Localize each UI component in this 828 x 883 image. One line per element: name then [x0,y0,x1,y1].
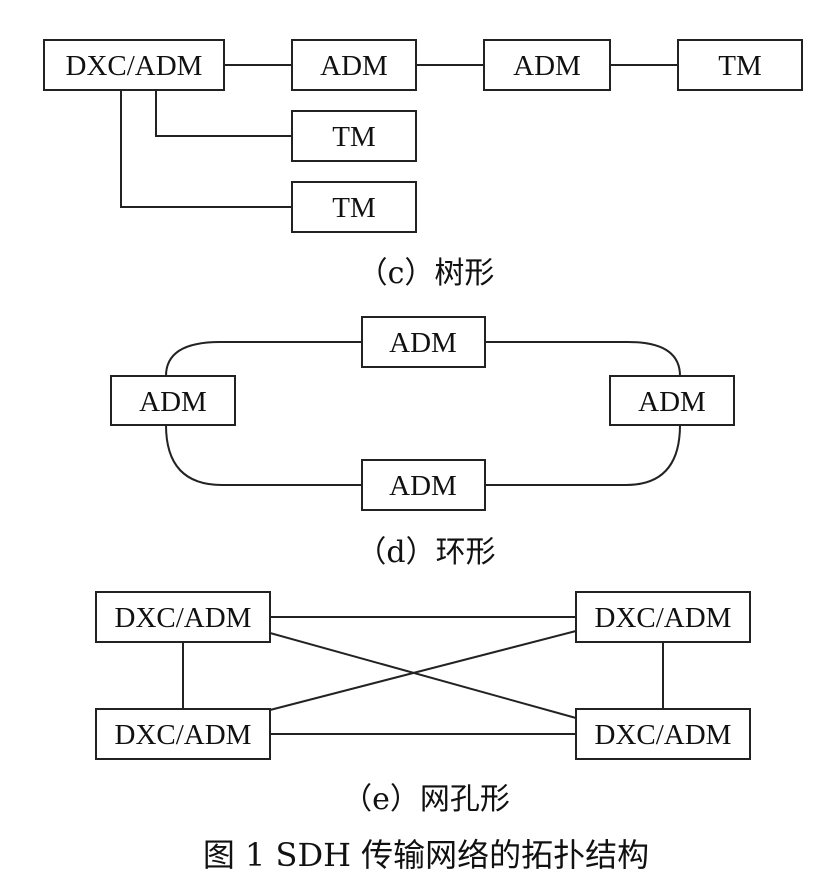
ring-node-top: ADM [361,316,486,368]
mesh-node-bottom-left-label: DXC/ADM [115,719,252,751]
mesh-edge-diag-1 [269,632,577,719]
tree-node-adm-1-label: ADM [320,50,388,82]
tree-diagram: DXC/ADM ADM ADM TM TM TM （c）树形 [43,39,803,291]
ring-node-left-label: ADM [139,386,207,418]
mesh-node-top-right: DXC/ADM [575,591,751,643]
mesh-caption: （e）网孔形 [342,782,510,817]
ring-edge-top-right [485,341,681,377]
ring-node-bottom-label: ADM [389,470,457,502]
tree-node-tm-1: TM [677,39,803,91]
ring-node-top-label: ADM [389,327,457,359]
tree-node-root-label: DXC/ADM [66,50,203,82]
tree-caption: （c）树形 [358,256,495,291]
mesh-node-top-left-label: DXC/ADM [115,602,252,634]
tree-node-tm-3-label: TM [332,192,376,224]
tree-node-adm-2-label: ADM [513,50,581,82]
ring-edge-bottom-right [485,424,681,486]
tree-node-tm-2: TM [291,110,417,162]
mesh-edge-diag-2 [269,630,577,711]
mesh-diagram: DXC/ADM DXC/ADM DXC/ADM DXC/ADM （e）网孔形 [95,591,751,817]
ring-node-right: ADM [609,375,735,426]
tree-node-adm-2: ADM [483,39,611,91]
mesh-node-top-right-label: DXC/ADM [595,602,732,634]
tree-node-root: DXC/ADM [43,39,225,91]
tree-node-adm-1: ADM [291,39,417,91]
tree-node-tm-1-label: TM [718,50,762,82]
tree-edge-root-tm2 [155,90,292,137]
ring-caption: （d）环形 [356,535,495,570]
mesh-node-bottom-right-label: DXC/ADM [595,719,732,751]
mesh-node-top-left: DXC/ADM [95,591,271,643]
ring-diagram: ADM ADM ADM ADM （d）环形 [110,316,735,570]
mesh-node-bottom-right: DXC/ADM [575,708,751,760]
tree-node-tm-2-label: TM [332,121,376,153]
ring-node-left: ADM [110,375,236,426]
ring-edge-top-left [165,341,362,377]
ring-node-bottom: ADM [361,459,486,511]
ring-edge-bottom-left [165,424,362,486]
mesh-node-bottom-left: DXC/ADM [95,708,271,760]
ring-node-right-label: ADM [638,386,706,418]
figure-title: 图 1 SDH 传输网络的拓扑结构 [203,836,649,874]
tree-node-tm-3: TM [291,181,417,233]
tree-edge-root-tm3 [120,90,292,208]
